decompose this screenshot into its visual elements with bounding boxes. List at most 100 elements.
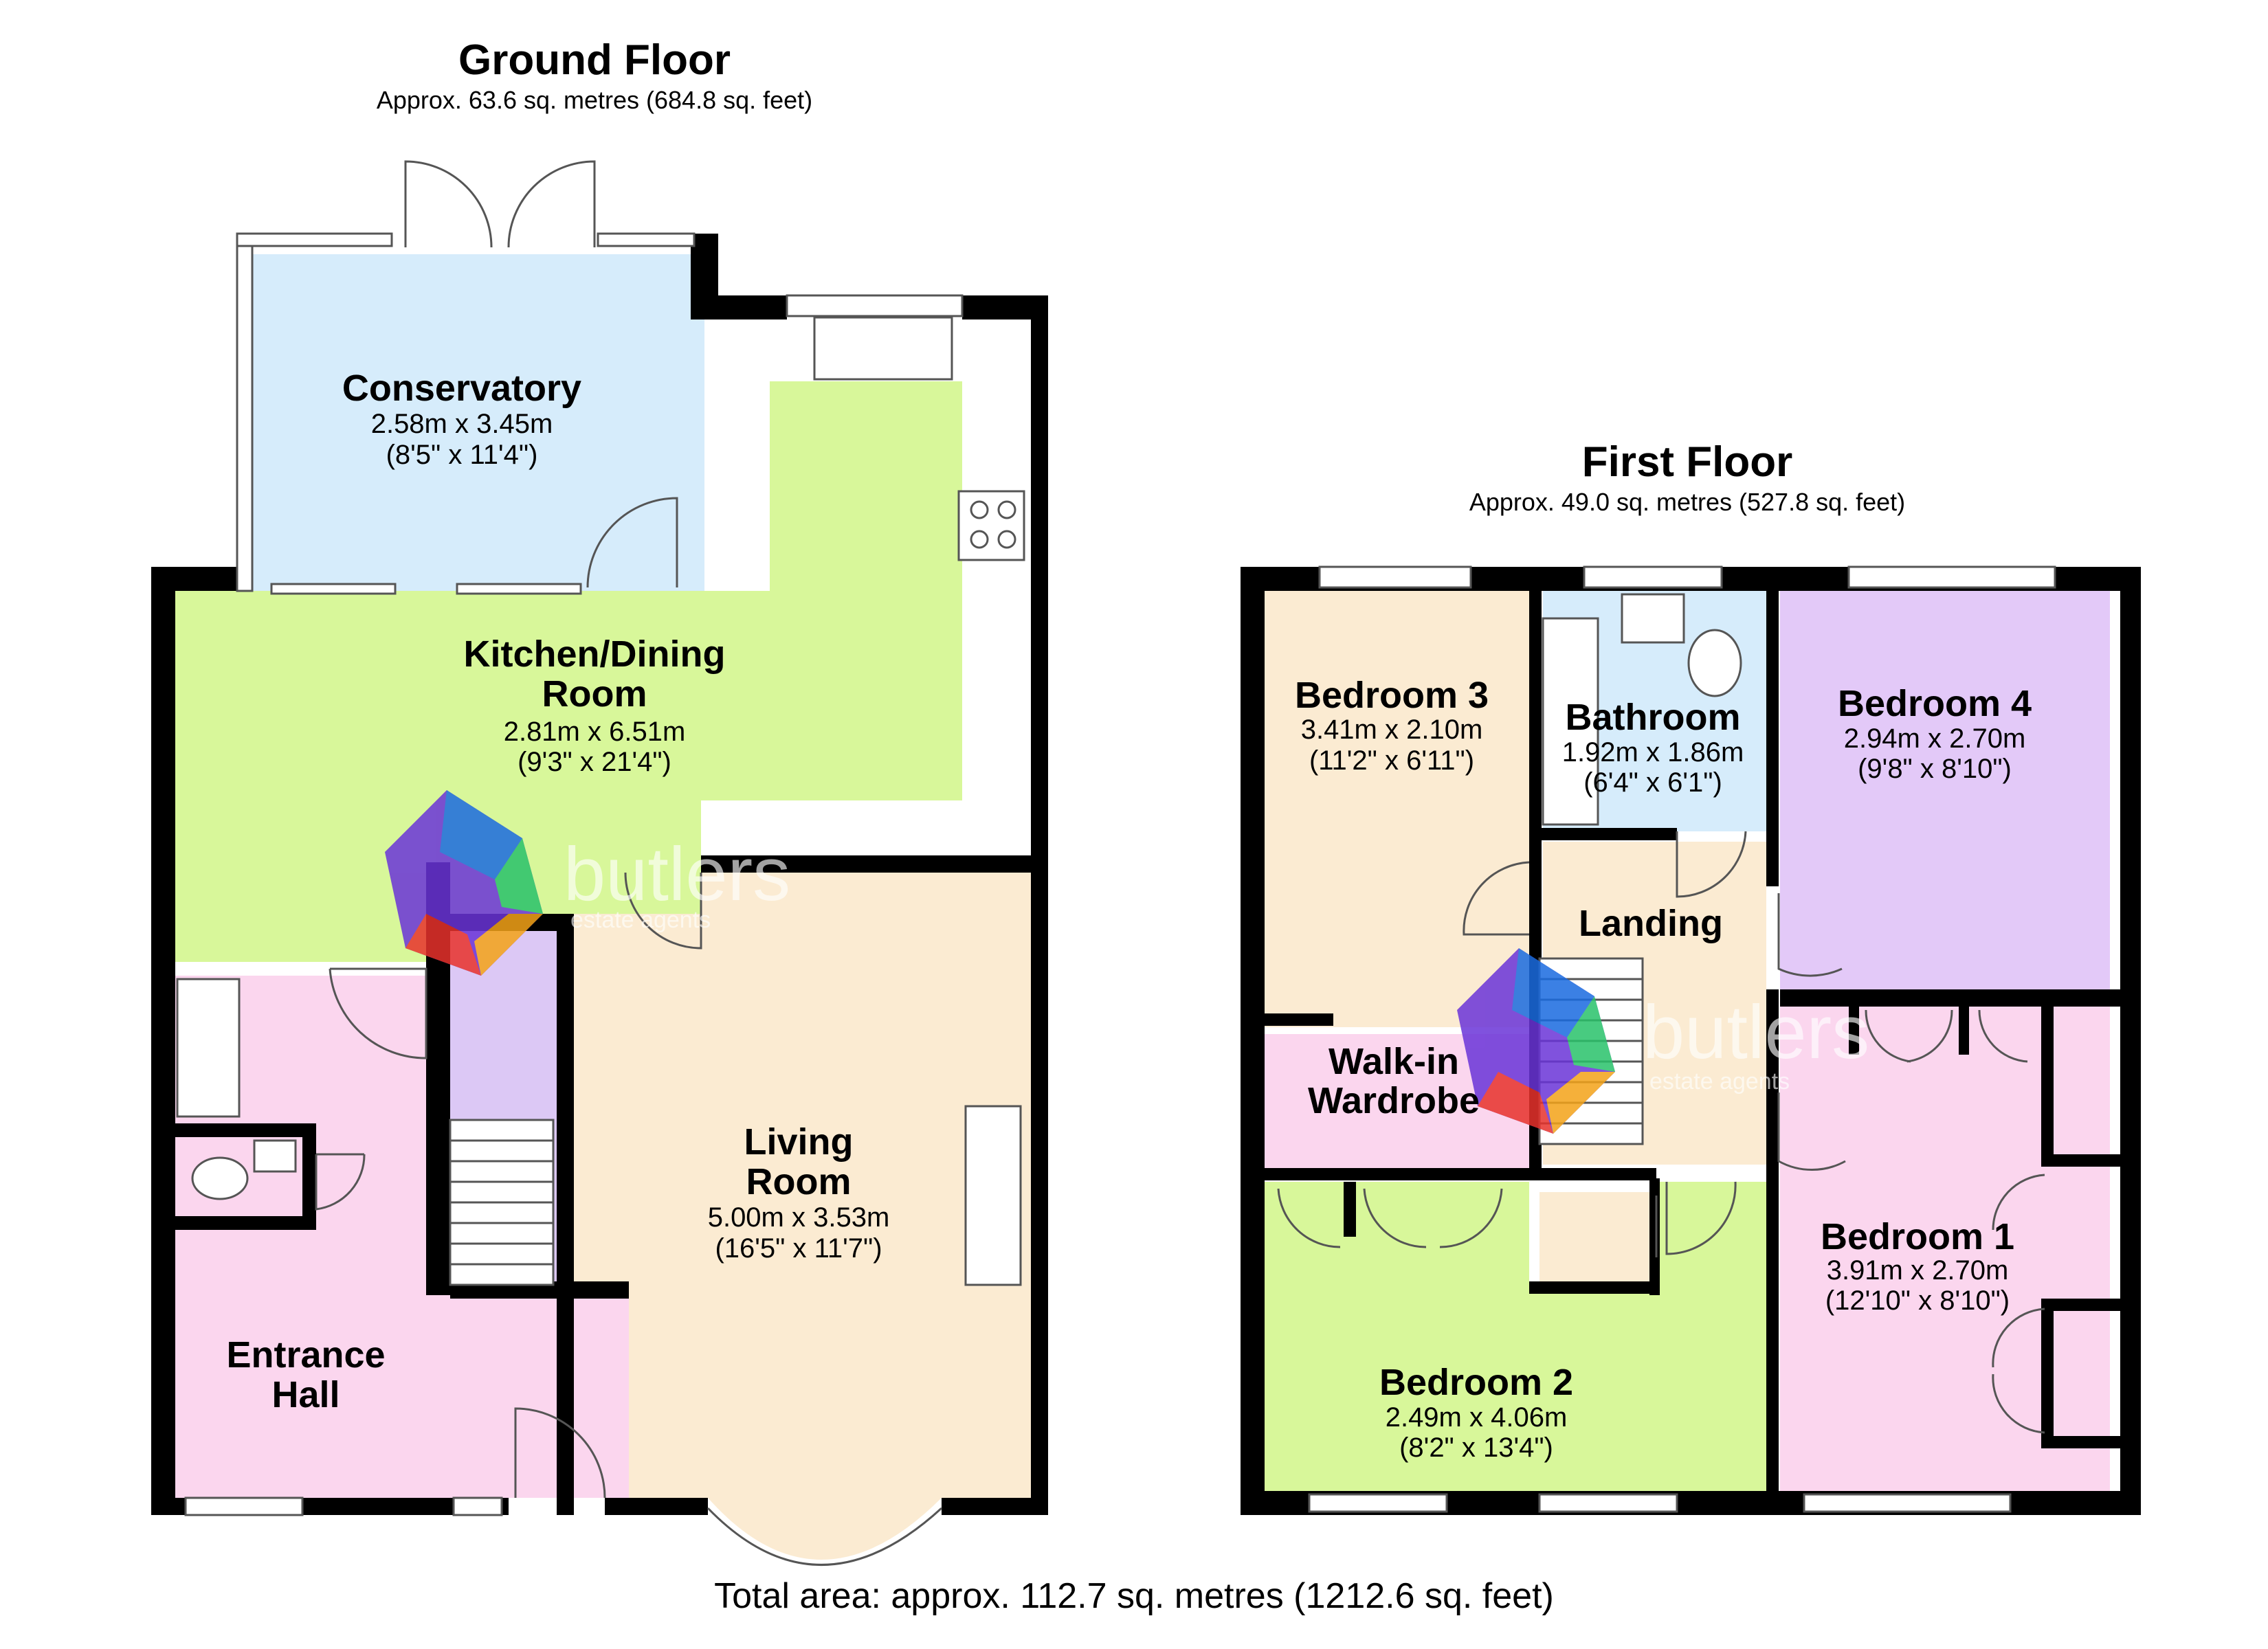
conservatory-window-south-1 <box>270 583 397 595</box>
ground-staircase <box>449 1119 555 1286</box>
kitchen-living-divider <box>701 855 1045 873</box>
bed1-wardrobe-posts <box>1849 1007 1859 1055</box>
bedroom1-metric: 3.91m x 2.70m <box>1827 1255 2009 1286</box>
bedroom3-imperial: (11'2" x 6'11") <box>1309 745 1474 776</box>
bay-window-fill <box>708 1498 942 1560</box>
bedroom4-metric: 2.94m x 2.70m <box>1844 723 2026 754</box>
bedroom4-imperial: (9'8" x 8'10") <box>1858 754 2012 784</box>
ground-wall-south-mid <box>605 1498 708 1515</box>
bedroom3-window <box>1318 565 1472 589</box>
bay-window-outline <box>707 1507 943 1566</box>
kitchen-name-line2: Room <box>542 673 647 715</box>
conservatory-french-door-right <box>507 160 596 248</box>
ground-wall-south-right <box>942 1498 1048 1515</box>
bed2-wardrobe-doors <box>1277 1188 1503 1248</box>
bed1-cupboard-wall-3 <box>2041 1299 2120 1311</box>
watermark-first-brand: butlers <box>1643 990 1869 1075</box>
bedroom3-fill <box>1265 591 1529 1027</box>
bedroom3-name: Bedroom 3 <box>1295 675 1489 716</box>
watermark-ground-tagline: estate agents <box>570 907 711 933</box>
first-wall-east <box>2120 567 2141 1515</box>
bed2-wardrobe-post <box>1344 1182 1356 1237</box>
entrance-name-line1: Entrance <box>226 1334 385 1376</box>
stairs-divider-wall <box>557 917 574 1515</box>
watermark-first-tagline: estate agents <box>1649 1068 1790 1095</box>
wc-wall-bottom <box>175 1216 316 1230</box>
bedroom3-door <box>1463 861 1530 936</box>
bedroom1-imperial: (12'10" x 8'10") <box>1825 1286 2010 1316</box>
bedroom2-door <box>1665 1181 1737 1255</box>
wc-basin <box>253 1139 297 1173</box>
first-floor-area: Approx. 49.0 sq. metres (527.8 sq. feet) <box>1469 488 1905 516</box>
hob-ring-4 <box>997 530 1016 549</box>
bedroom1-name: Bedroom 1 <box>1821 1216 2014 1257</box>
bed4-bed1-wall <box>1780 989 2124 1007</box>
storage-cupboard-fill <box>1539 1192 1653 1281</box>
conservatory-window-north-right <box>597 232 696 247</box>
basin <box>1621 593 1685 644</box>
bath-tub <box>1542 617 1599 826</box>
first-wall-west <box>1241 567 1265 1515</box>
wardrobe-top-wall <box>1265 1013 1333 1026</box>
watermark-ground-brand: butlers <box>564 832 790 917</box>
total-area: Total area: approx. 112.7 sq. metres (12… <box>714 1576 1554 1616</box>
wc-wall-top <box>175 1123 316 1137</box>
conservatory-wall-east <box>691 234 718 306</box>
bed1-cupboard-wall-1 <box>2041 1007 2054 1165</box>
ground-floor-title: Ground Floor <box>458 36 731 84</box>
bedroom1-fill <box>1780 1007 2110 1491</box>
living-room-fill <box>567 873 1031 1498</box>
hall-kitchen-door <box>329 967 427 1059</box>
living-name-line1: Living <box>744 1121 854 1163</box>
bedroom1-door <box>1777 1092 1846 1171</box>
conservatory-window-north-left <box>236 232 393 247</box>
front-door <box>514 1407 606 1499</box>
first-floor-title: First Floor <box>1582 438 1793 486</box>
hall-window <box>184 1496 304 1516</box>
cupboard-east-wall <box>1649 1178 1660 1295</box>
bed1-cupboard-wall-4 <box>2041 1436 2120 1448</box>
bath-bed4-wall <box>1766 591 1779 886</box>
hob-ring-1 <box>970 500 989 519</box>
ground-wall-east <box>1031 295 1048 1515</box>
front-door-side-window <box>452 1496 503 1516</box>
ground-wall-west <box>151 567 175 1515</box>
bed1-wardrobe-posts-2 <box>1959 1007 1969 1055</box>
bathroom-imperial: (6'4" x 6'1") <box>1583 767 1722 798</box>
landing-name: Landing <box>1579 903 1723 944</box>
bedroom1-window <box>1803 1493 2012 1513</box>
bed1-cupboard-wall-2 <box>2041 1154 2120 1167</box>
wc-toilet <box>191 1156 249 1200</box>
wardrobe-name-line2: Wardrobe <box>1308 1080 1480 1121</box>
kitchen-metric: 2.81m x 6.51m <box>504 717 686 747</box>
watermark-first: butlers estate agents <box>1457 948 1869 1134</box>
kitchen-dining-fill <box>175 381 962 962</box>
bedroom2-window-1 <box>1308 1493 1448 1513</box>
bedroom2-imperial: (8'2" x 13'4") <box>1399 1433 1553 1463</box>
kitchen-window-north <box>786 294 964 317</box>
bed1-cupboard-wall-5 <box>2041 1299 2054 1448</box>
bedroom2-metric: 2.49m x 4.06m <box>1386 1402 1568 1433</box>
bathroom-metric: 1.92m x 1.86m <box>1562 737 1744 767</box>
bed1-cupboard-doors <box>1992 1174 2045 1434</box>
hob <box>957 490 1025 561</box>
bathroom-window <box>1583 565 1723 589</box>
conservatory-fill <box>251 254 704 594</box>
living-name-line2: Room <box>746 1161 852 1202</box>
living-metric: 5.00m x 3.53m <box>708 1202 890 1233</box>
wardrobe-bottom-wall <box>1265 1168 1539 1180</box>
bedroom4-fill <box>1780 591 2110 989</box>
kitchen-name-line1: Kitchen/Dining <box>464 633 726 675</box>
watermark-ground: butlers estate agents <box>385 790 790 976</box>
hob-ring-3 <box>970 530 989 549</box>
landing-bottom-wall <box>1529 1168 1656 1180</box>
living-imperial: (16'5" x 11'7") <box>715 1233 882 1264</box>
entrance-name-line2: Hall <box>271 1374 340 1415</box>
kitchen-sink-unit <box>813 316 953 381</box>
bedroom2-name: Bedroom 2 <box>1379 1362 1573 1403</box>
bathroom-door <box>1676 831 1747 898</box>
conservatory-name: Conservatory <box>342 368 581 409</box>
conservatory-french-door-left <box>404 160 493 248</box>
bedroom4-name: Bedroom 4 <box>1838 683 2032 724</box>
ground-wall-north <box>151 567 251 591</box>
